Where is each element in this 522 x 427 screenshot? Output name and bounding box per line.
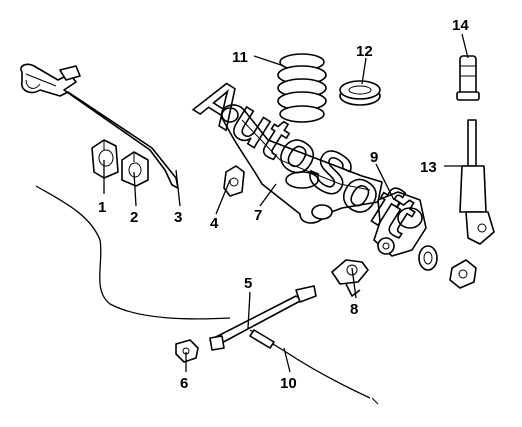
leader-lines xyxy=(103,33,469,373)
callout-8: 8 xyxy=(350,301,358,318)
wheel-bearing xyxy=(418,245,438,271)
brake-cable xyxy=(35,185,379,405)
anti-roll-bar xyxy=(20,63,179,189)
shock-mount-bushing xyxy=(449,259,477,289)
callout-4: 4 xyxy=(210,215,219,232)
callout-5: 5 xyxy=(244,275,252,292)
callout-11: 11 xyxy=(232,49,248,66)
callout-1: 1 xyxy=(98,199,106,216)
drop-link-clamp xyxy=(223,165,245,197)
rubber-bushing xyxy=(121,151,149,187)
callout-3: 3 xyxy=(174,209,182,226)
bushing-clamp xyxy=(91,139,119,179)
callout-13: 13 xyxy=(420,159,437,176)
cable-guide-rod xyxy=(209,285,317,351)
callout-14: 14 xyxy=(452,17,469,34)
callout-10: 10 xyxy=(280,375,297,392)
callout-12: 12 xyxy=(356,43,373,60)
callout-6: 6 xyxy=(180,375,188,392)
shock-top-mount xyxy=(456,55,480,101)
callout-7: 7 xyxy=(254,207,262,224)
mounting-nut xyxy=(175,339,199,363)
bump-stop-bracket xyxy=(331,259,369,297)
lower-control-arm xyxy=(220,104,383,224)
shock-absorber xyxy=(459,119,495,245)
callout-2: 2 xyxy=(130,209,138,226)
hub-carrier xyxy=(373,191,427,257)
callout-9: 9 xyxy=(370,149,378,166)
spring-seat xyxy=(339,80,381,106)
callout-numbers: 1 2 3 4 5 6 7 8 9 10 11 12 13 14 xyxy=(98,17,469,392)
coil-spring xyxy=(277,53,327,123)
